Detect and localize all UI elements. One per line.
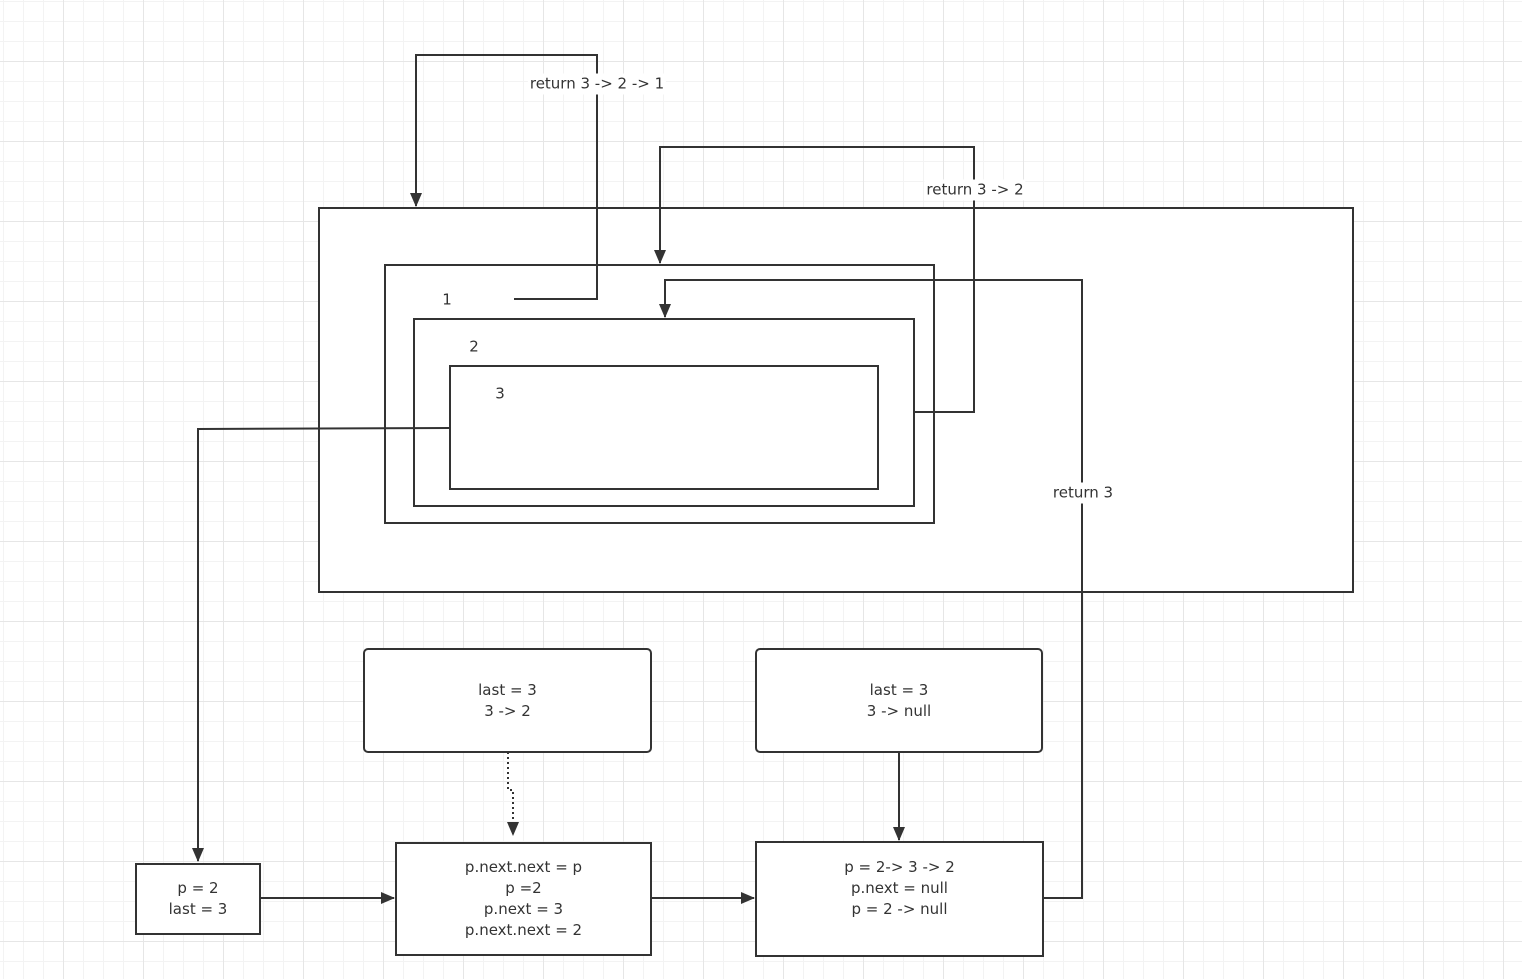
text-line: p = 2 -> null bbox=[851, 899, 948, 918]
text-line: p.next.next = 2 bbox=[464, 921, 583, 939]
frame-1-label: 1 bbox=[442, 290, 452, 309]
text-line: last = 3 bbox=[168, 900, 228, 918]
text-line: last = 3 bbox=[478, 680, 537, 699]
step-box-middle bbox=[395, 842, 652, 956]
text-line: p.next = null bbox=[851, 878, 948, 897]
frame-2-label: 2 bbox=[469, 337, 479, 356]
edge-frame3-to-start bbox=[192, 427, 451, 862]
text-line: p =2 bbox=[505, 879, 542, 897]
text-line: 3 -> 2 bbox=[484, 701, 531, 720]
state-box-top-left-text: last = 3 3 -> 2 bbox=[364, 649, 651, 752]
edge-state-left-dotted bbox=[507, 752, 519, 836]
text-line: last = 3 bbox=[869, 680, 929, 699]
text-line: 3 -> null bbox=[866, 701, 932, 720]
text-line: p.next = 3 bbox=[483, 900, 564, 918]
edge-label-return-1: return 3 -> 2 -> 1 bbox=[527, 73, 667, 95]
text-line: p = 2 bbox=[177, 879, 219, 897]
step-box-right-text: p = 2-> 3 -> 2 p.next = null p = 2 -> null bbox=[756, 842, 1043, 934]
edge-label-return-2: return 3 -> 2 bbox=[924, 179, 1026, 201]
edge-label-return-3: return 3 bbox=[1050, 482, 1116, 504]
edge-return-2 bbox=[654, 146, 975, 413]
step-box-right bbox=[755, 841, 1044, 957]
start-box bbox=[135, 863, 261, 935]
text-line: p.next.next = p bbox=[464, 858, 583, 876]
frame-3-label: 3 bbox=[495, 384, 505, 403]
edge-return-1 bbox=[410, 54, 598, 300]
step-box-middle-text: p.next.next = p p =2 p.next = 3 p.next.next… bbox=[396, 843, 651, 955]
start-box-text: p = 2 last = 3 bbox=[136, 864, 260, 934]
frame-3 bbox=[449, 365, 879, 490]
edge-return-3 bbox=[659, 279, 1083, 899]
state-box-top-right-text: last = 3 3 -> null bbox=[756, 649, 1042, 752]
text-line: p = 2-> 3 -> 2 bbox=[844, 857, 955, 876]
